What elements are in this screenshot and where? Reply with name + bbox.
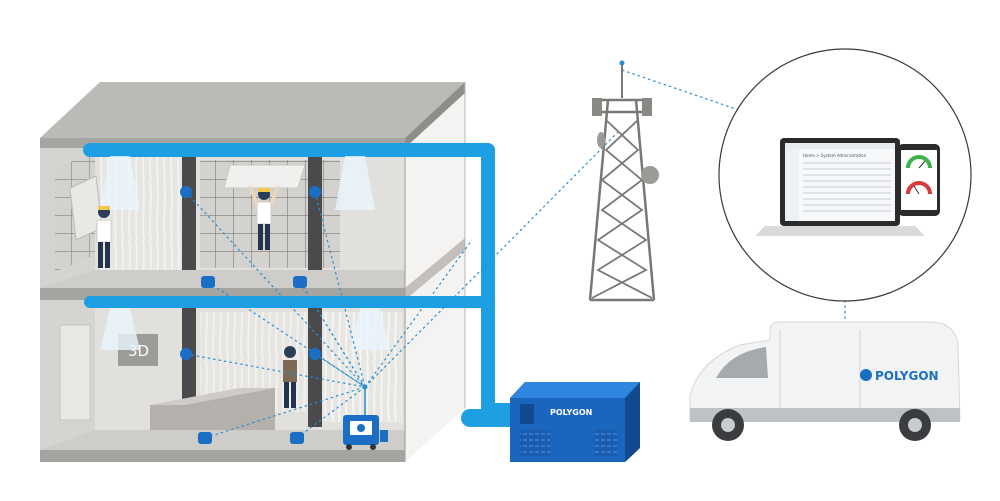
worker-upper-left xyxy=(96,206,112,268)
roof-side xyxy=(405,82,465,148)
roof-top xyxy=(40,82,465,138)
column-upper-right xyxy=(308,150,322,270)
sensor-floor-lower-right xyxy=(290,432,304,444)
screen-table-rows xyxy=(803,162,891,212)
sensor-floor-upper-left xyxy=(201,276,215,288)
column-lower-right xyxy=(308,302,322,427)
column-lower-left xyxy=(182,302,196,427)
gauge-green xyxy=(906,155,932,169)
glass-side-wall xyxy=(405,93,465,462)
gauge-red xyxy=(906,181,932,195)
screen-header: Home > System Administration xyxy=(803,153,867,158)
tower-antenna-tip xyxy=(619,60,625,66)
gateway-unit xyxy=(343,384,388,450)
sensor-upper-right xyxy=(309,186,321,198)
ground-floor-front xyxy=(40,450,405,462)
van-brand: POLYGON xyxy=(875,369,939,383)
laptop-base xyxy=(755,226,925,236)
worker-upper-center xyxy=(248,185,280,250)
ceiling-panel xyxy=(223,164,306,189)
sensor-upper-left xyxy=(180,186,192,198)
ground-floor xyxy=(40,430,405,450)
monitoring-bubble: Home > System Administration xyxy=(718,48,972,302)
reception-counter-top xyxy=(150,388,275,405)
drying-unit: POLYGON xyxy=(510,382,640,462)
worker-lower xyxy=(283,346,297,408)
sensor-floor-lower-left xyxy=(198,432,212,444)
cell-tower xyxy=(588,62,659,302)
ceiling-vents xyxy=(100,156,390,350)
column-upper-left xyxy=(182,150,196,270)
polygon-logo-icon xyxy=(860,369,872,381)
sensor-lower-right xyxy=(309,348,321,360)
door xyxy=(59,324,91,421)
service-van: POLYGON xyxy=(689,321,961,441)
building: 3D xyxy=(40,82,466,462)
sensor-links xyxy=(185,69,846,439)
drying-unit-brand: POLYGON xyxy=(550,408,592,417)
air-duct xyxy=(83,143,524,427)
mid-floor-top xyxy=(40,270,405,288)
sensor-floor-upper-right xyxy=(293,276,307,288)
sensor-lower-left xyxy=(180,348,192,360)
sensors xyxy=(180,186,321,444)
